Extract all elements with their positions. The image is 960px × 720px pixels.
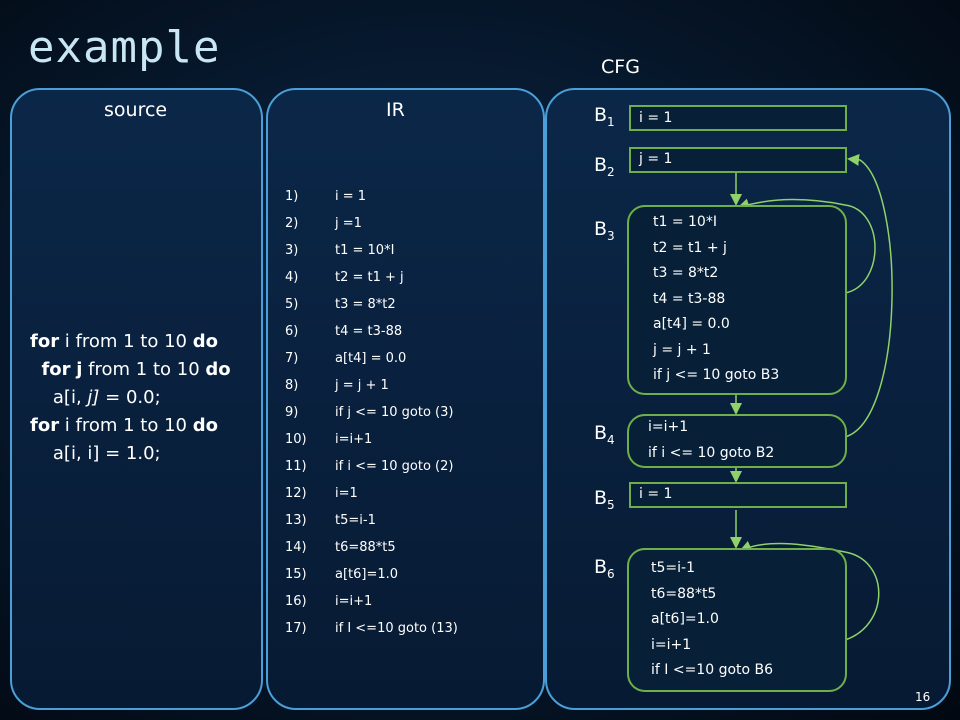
cfg-heading: CFG: [601, 56, 640, 78]
cfg-block-code: j = 1: [639, 151, 673, 167]
ir-line-number: 2): [285, 216, 299, 231]
cfg-block-code: i=i+1 if i <= 10 goto B2: [648, 419, 775, 461]
source-token: a[i, i] = 1.0;: [30, 443, 161, 464]
ir-instruction: j = j + 1: [335, 378, 389, 393]
source-token: j]: [87, 387, 100, 408]
cfg-block-label: B6: [594, 556, 615, 581]
ir-instruction: j =1: [335, 216, 362, 231]
edge-b3-loop: [737, 198, 876, 294]
source-token: j: [76, 359, 83, 380]
source-token: a[i,: [30, 387, 88, 408]
source-token: for: [30, 331, 60, 352]
ir-instruction: t6=88*t5: [335, 540, 396, 555]
source-token: for: [30, 415, 60, 436]
ir-instruction: t1 = 10*I: [335, 243, 395, 258]
ir-instruction: t4 = t3-88: [335, 324, 403, 339]
ir-line-number: 15): [285, 567, 307, 582]
source-token: from 1 to 10: [82, 359, 206, 380]
ir-instruction: i=i+1: [335, 432, 373, 447]
ir-instruction: if I <=10 goto (13): [335, 621, 458, 636]
ir-instruction: i=i+1: [335, 594, 373, 609]
ir-instruction: if j <= 10 goto (3): [335, 405, 454, 420]
ir-instruction: i=1: [335, 486, 358, 501]
slide-title: example: [28, 22, 221, 73]
source-line: for j from 1 to 10 do: [30, 356, 231, 384]
ir-instruction: a[t6]=1.0: [335, 567, 399, 582]
ir-line-number: 12): [285, 486, 307, 501]
cfg-block-b2: [629, 147, 847, 173]
ir-instruction: t5=i-1: [335, 513, 376, 528]
source-token: for: [41, 359, 71, 380]
cfg-block-label: B3: [594, 218, 615, 243]
cfg-block-label: B1: [594, 104, 615, 129]
source-token: i from 1 to 10: [59, 331, 193, 352]
ir-line-number: 4): [285, 270, 299, 285]
ir-instruction: i = 1: [335, 189, 367, 204]
source-code: for i from 1 to 10 do for j from 1 to 10…: [30, 328, 231, 468]
source-line: for i from 1 to 10 do: [30, 328, 231, 356]
cfg-block-label: B2: [594, 154, 615, 179]
ir-heading: IR: [386, 99, 405, 121]
source-token: do: [192, 331, 218, 352]
source-token: = 0.0;: [99, 387, 161, 408]
cfg-block-b6: [627, 548, 847, 692]
cfg-block-label: B5: [594, 487, 615, 512]
source-line: a[i, j] = 0.0;: [30, 384, 231, 412]
ir-line-number: 8): [285, 378, 299, 393]
cfg-block-b1: [629, 105, 847, 131]
ir-line-number: 9): [285, 405, 299, 420]
page-number: 16: [915, 690, 931, 704]
cfg-block-code: t1 = 10*I t2 = t1 + j t3 = 8*t2 t4 = t3-…: [653, 214, 780, 383]
ir-line-number: 14): [285, 540, 307, 555]
ir-line-number: 11): [285, 459, 307, 474]
ir-line-number: 16): [285, 594, 307, 609]
ir-line-number: 10): [285, 432, 307, 447]
source-token: i from 1 to 10: [59, 415, 193, 436]
ir-instruction: if i <= 10 goto (2): [335, 459, 454, 474]
cfg-block-code: i = 1: [639, 110, 673, 126]
cfg-block-label: B4: [594, 422, 615, 447]
cfg-block-code: t5=i-1 t6=88*t5 a[t6]=1.0 i=i+1 if I <=1…: [651, 560, 774, 678]
source-line: for i from 1 to 10 do: [30, 412, 231, 440]
source-token: do: [192, 415, 218, 436]
source-line: a[i, i] = 1.0;: [30, 440, 231, 468]
ir-line-number: 7): [285, 351, 299, 366]
cfg-block-code: i = 1: [639, 486, 673, 502]
ir-line-number: 13): [285, 513, 307, 528]
ir-line-number: 17): [285, 621, 307, 636]
ir-line-number: 5): [285, 297, 299, 312]
cfg-block-b5: [629, 482, 847, 508]
ir-instruction: t3 = 8*t2: [335, 297, 396, 312]
ir-line-number: 1): [285, 189, 299, 204]
edge-b6-loop: [739, 540, 880, 641]
source-heading: source: [104, 99, 168, 121]
ir-panel: [266, 88, 545, 710]
ir-instruction: a[t4] = 0.0: [335, 351, 407, 366]
cfg-block-b4: [627, 414, 847, 468]
cfg-block-b3: [627, 205, 847, 395]
ir-line-number: 6): [285, 324, 299, 339]
edge-b4-b2: [844, 153, 893, 438]
ir-instruction: t2 = t1 + j: [335, 270, 404, 285]
source-token: do: [205, 359, 231, 380]
source-panel: [10, 88, 263, 710]
ir-line-number: 3): [285, 243, 299, 258]
